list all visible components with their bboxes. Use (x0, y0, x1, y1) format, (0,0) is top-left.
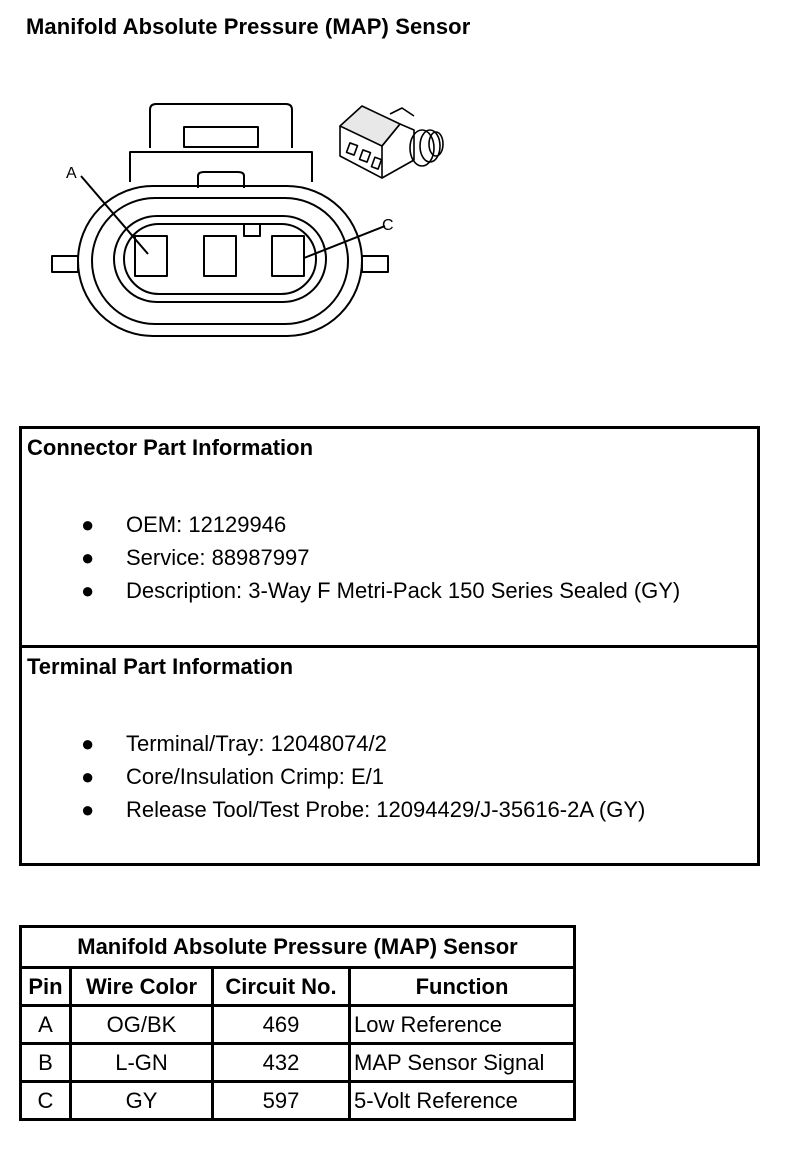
circuit-cell: 432 (211, 1042, 351, 1083)
list-item: ●Terminal/Tray: 12048074/2 (22, 727, 757, 760)
bullet-icon: ● (81, 512, 95, 537)
wire-color-cell: L-GN (69, 1042, 214, 1083)
terminal-part-list: ●Terminal/Tray: 12048074/2 ●Core/Insulat… (22, 727, 757, 826)
page-title: Manifold Absolute Pressure (MAP) Sensor (26, 14, 471, 39)
table-row: A OG/BK 469 Low Reference (19, 1004, 576, 1045)
column-header-pin: Pin (19, 966, 72, 1007)
circuit-cell: 597 (211, 1080, 351, 1121)
bullet-icon: ● (81, 764, 95, 789)
pin-c-label: C (382, 217, 394, 234)
circuit-cell: 469 (211, 1004, 351, 1045)
bullet-icon: ● (81, 545, 95, 570)
terminal-part-info: Terminal Part Information ●Terminal/Tray… (19, 645, 760, 866)
pin-cell: C (19, 1080, 72, 1121)
bullet-icon: ● (81, 578, 95, 603)
connector-thumbnail-icon (339, 105, 444, 179)
pin-table: Manifold Absolute Pressure (MAP) Sensor … (19, 925, 576, 1121)
pin-table-caption: Manifold Absolute Pressure (MAP) Sensor (19, 925, 576, 969)
column-header-circuit: Circuit No. (211, 966, 351, 1007)
pin-cell: B (19, 1042, 72, 1083)
list-item: ●Release Tool/Test Probe: 12094429/J-356… (22, 793, 757, 826)
connector-part-list: ●OEM: 12129946 ●Service: 88987997 ●Descr… (22, 508, 757, 607)
connector-part-heading: Connector Part Information (27, 435, 314, 460)
bullet-icon: ● (81, 797, 95, 822)
bullet-icon: ● (81, 731, 95, 756)
function-cell: MAP Sensor Signal (348, 1042, 576, 1083)
connector-part-info: Connector Part Information ●OEM: 1212994… (19, 426, 760, 648)
table-row: C GY 597 5-Volt Reference (19, 1080, 576, 1121)
list-item: ●Core/Insulation Crimp: E/1 (22, 760, 757, 793)
wire-color-cell: OG/BK (69, 1004, 214, 1045)
connector-diagram: A C (51, 103, 444, 337)
column-header-wire-color: Wire Color (69, 966, 214, 1007)
pin-a-label: A (66, 165, 77, 182)
list-item: ●Description: 3-Way F Metri-Pack 150 Ser… (22, 574, 757, 607)
function-cell: Low Reference (348, 1004, 576, 1045)
table-row: B L-GN 432 MAP Sensor Signal (19, 1042, 576, 1083)
pin-cell: A (19, 1004, 72, 1045)
terminal-part-heading: Terminal Part Information (27, 654, 294, 679)
list-item: ●OEM: 12129946 (22, 508, 757, 541)
column-header-function: Function (348, 966, 576, 1007)
table-header-row: Pin Wire Color Circuit No. Function (19, 966, 576, 1007)
wire-color-cell: GY (69, 1080, 214, 1121)
function-cell: 5-Volt Reference (348, 1080, 576, 1121)
list-item: ●Service: 88987997 (22, 541, 757, 574)
